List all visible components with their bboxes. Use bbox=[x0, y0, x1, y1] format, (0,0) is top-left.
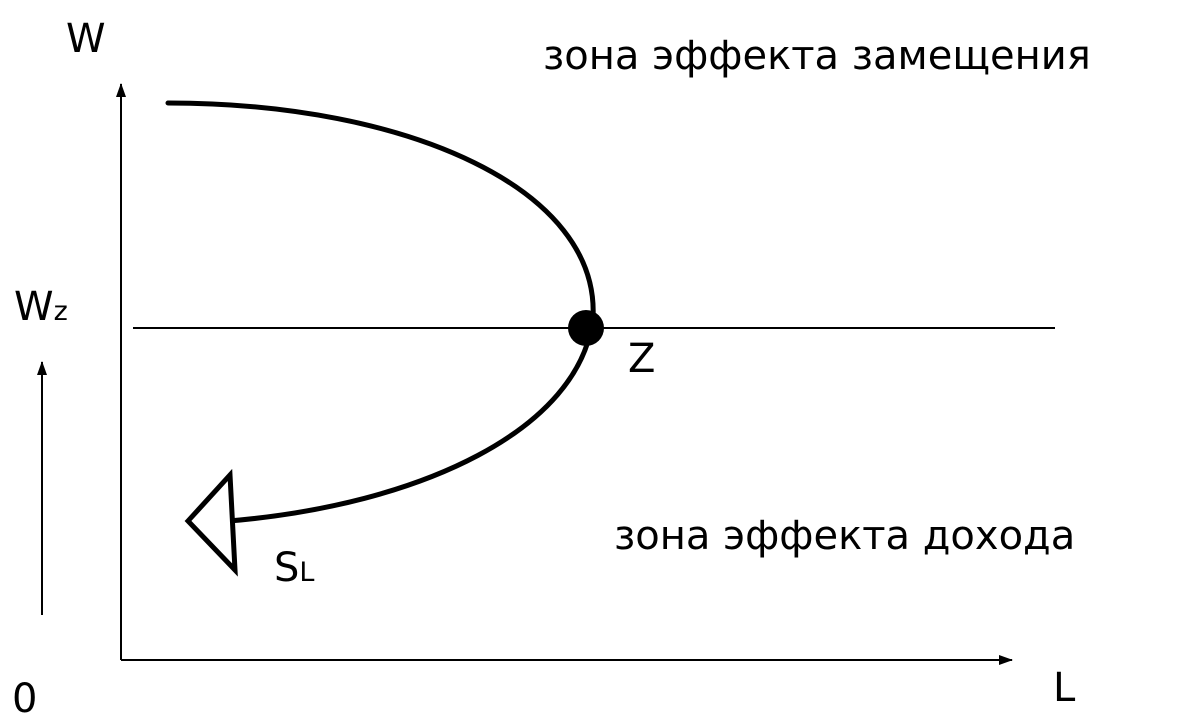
wage-level-main: W bbox=[14, 284, 54, 330]
supply-curve-label: SL bbox=[274, 545, 314, 591]
point-z-label: Z bbox=[628, 336, 655, 382]
wage-level-label: Wz bbox=[14, 284, 68, 330]
equilibrium-point bbox=[568, 310, 604, 346]
labor-supply-curve bbox=[165, 100, 596, 524]
y-axis-label: W bbox=[66, 16, 106, 62]
supply-curve-subscript: L bbox=[299, 557, 314, 588]
origin-label: 0 bbox=[12, 676, 37, 717]
substitution-zone-label: зона эффекта замещения bbox=[543, 33, 1091, 79]
income-zone-label: зона эффекта дохода bbox=[614, 513, 1075, 559]
wage-level-subscript: z bbox=[54, 296, 68, 327]
supply-curve-main: S bbox=[274, 545, 299, 591]
curve-arrowhead bbox=[184, 468, 238, 577]
x-axis-label: L bbox=[1053, 665, 1076, 711]
